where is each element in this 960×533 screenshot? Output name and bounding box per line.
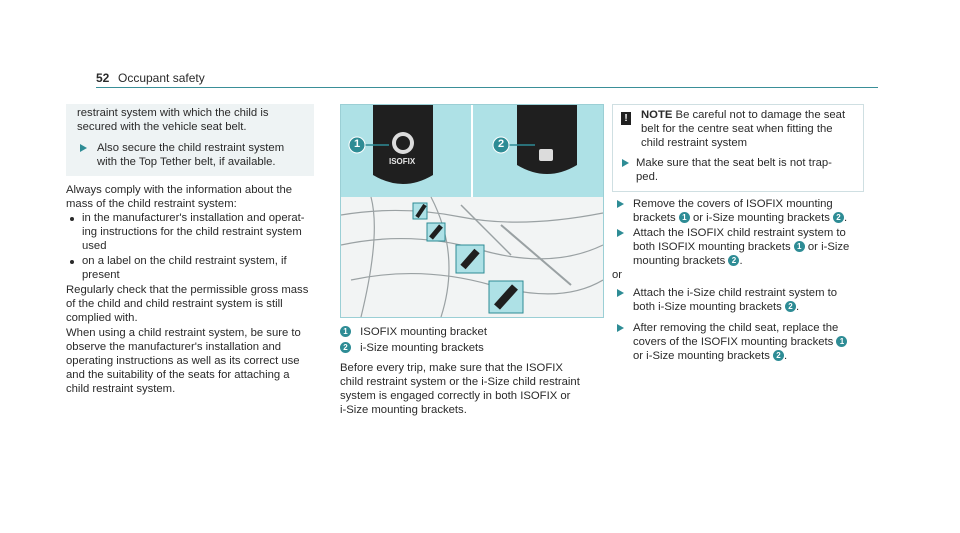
step-arrow-icon xyxy=(80,144,87,152)
step-attach-isofix: Attach the ISOFIX child restraint system… xyxy=(633,227,850,267)
note-box xyxy=(612,104,864,192)
or-separator: or xyxy=(612,269,623,281)
isofix-figure: 1 2 ISOFIX xyxy=(340,104,604,318)
step-remove-covers: Remove the covers of ISOFIX mounting bra… xyxy=(633,198,848,224)
legend-number-badge: 2 xyxy=(340,342,351,353)
step-arrow-icon xyxy=(617,200,624,208)
figure-caption: Before every trip, make sure that the IS… xyxy=(340,362,580,416)
step-arrow-icon xyxy=(617,289,624,297)
step-arrow-icon xyxy=(617,324,624,332)
step-arrow-icon xyxy=(622,159,629,167)
bullet-dot xyxy=(70,217,74,221)
isofix-cover-label: ISOFIX xyxy=(389,157,416,166)
check-gross-mass: Regularly check that the permissible gro… xyxy=(66,284,309,324)
top-tether-step: Also secure the child restraint system w… xyxy=(97,142,285,168)
header-rule xyxy=(96,87,878,88)
bullet-manufacturer: in the manufacturer's installation and o… xyxy=(82,212,305,252)
callout-1: 1 xyxy=(353,138,361,150)
legend-1: 1 ISOFIX mounting bracket xyxy=(340,325,487,339)
legend-2: 2 i-Size mounting brackets xyxy=(340,341,484,355)
mass-intro: Always comply with the information about… xyxy=(66,184,293,210)
bullet-label: on a label on the child restraint system… xyxy=(82,255,287,281)
warning-icon: ! xyxy=(621,112,631,125)
callout-2: 2 xyxy=(497,138,505,150)
using-restraint-para: When using a child restraint system, be … xyxy=(66,327,301,395)
step-arrow-icon xyxy=(617,229,624,237)
note-text: NOTE Be careful not to damage the seat b… xyxy=(641,109,846,149)
page-number: 52 xyxy=(96,71,110,85)
step-attach-isize: Attach the i-Size child restraint system… xyxy=(633,287,838,313)
section-title: Occupant safety xyxy=(118,71,205,85)
step-replace-covers: After removing the child seat, replace t… xyxy=(633,321,848,363)
isofix-illustration xyxy=(341,105,603,317)
bullet-dot xyxy=(70,260,74,264)
note-step: Make sure that the seat belt is not trap… xyxy=(636,157,832,183)
legend-number-badge: 1 xyxy=(340,326,351,337)
continued-step-text: restraint system with which the child is… xyxy=(77,107,269,133)
continued-step-shade xyxy=(66,104,314,176)
